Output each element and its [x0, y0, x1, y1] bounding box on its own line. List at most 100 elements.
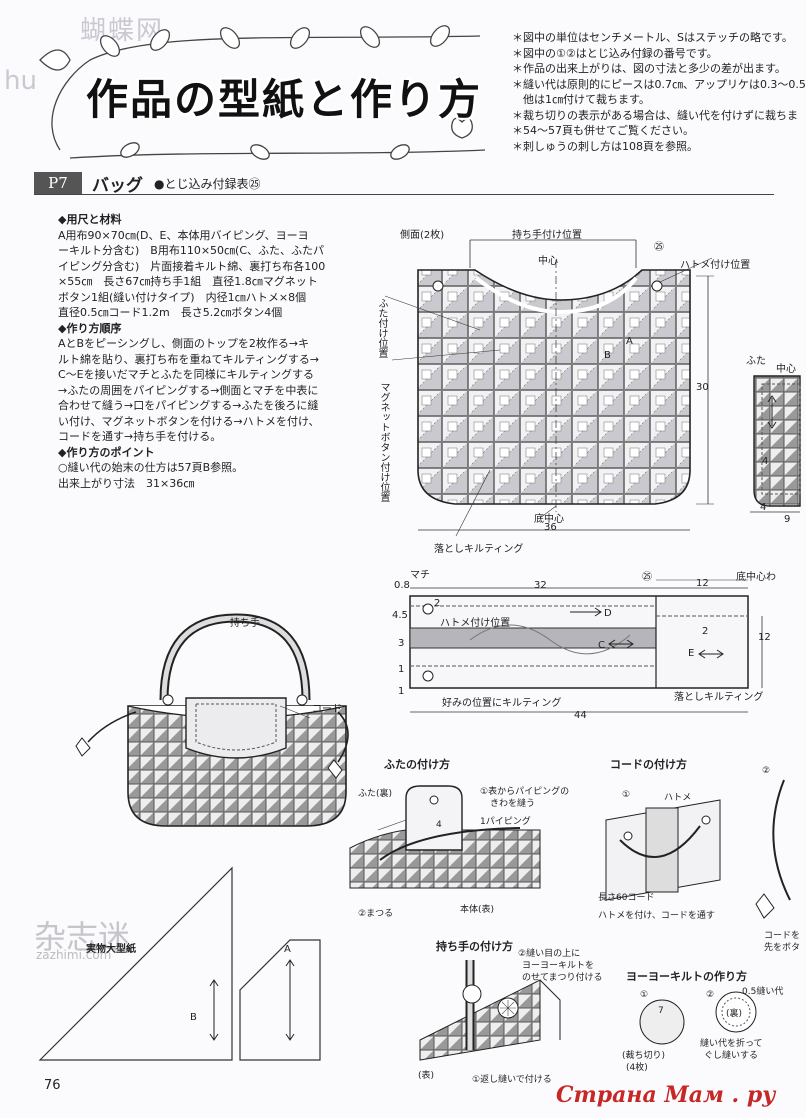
bag-handle-label: 持ち手 — [230, 618, 260, 629]
steps-heading: ◆作り方順序 — [58, 321, 122, 335]
cord-attach-diagram — [605, 779, 791, 919]
yoyo-fold1: 縫い代を折って — [700, 1039, 763, 1049]
bottom-center-label: 底中心 — [534, 514, 564, 525]
gusset-dim: 1 — [398, 686, 405, 697]
lid-attach-title: ふたの付け方 — [384, 758, 450, 771]
note-line: ＊図中の①②はとじ込み付録の番号です。 — [512, 46, 718, 60]
width-dimension: 36 — [544, 522, 557, 533]
lid-dim-4b: 4 — [760, 502, 767, 513]
watermark-bottom: 杂志迷 — [34, 918, 131, 956]
lid-attach-diagram — [349, 785, 541, 889]
actual-size-pattern — [38, 866, 321, 1061]
note-line: 他は1㎝付けて裁ちます。 — [512, 93, 650, 106]
yoyo-fold2: ぐし縫いする — [704, 1051, 759, 1061]
side-panel-label: 側面(2枚) — [400, 230, 445, 241]
gusset-dim: 1 — [398, 664, 405, 675]
cord-length: 長さ60コード — [598, 893, 655, 903]
bag-illustration — [75, 613, 349, 827]
yoyo-title: ヨーヨーキルトの作り方 — [626, 970, 747, 983]
points-heading: ◆作り方のポイント — [58, 445, 155, 459]
materials-line: イピング分含む) 片面接着キルト綿、裏打ち布各100 — [58, 259, 326, 273]
materials-block: ◆用尺と材料 A用布90×70㎝(D、E、本体用バイピング、ヨーヨ ーキルト分含… — [58, 212, 358, 491]
materials-line: ×55㎝ 長さ67㎝持ち手1組 直径1.8㎝マグネット — [58, 275, 318, 288]
handle-attach-title: 持ち手の付け方 — [436, 940, 513, 953]
section-subtitle: ●とじ込み付録表㉕ — [154, 177, 261, 191]
note-line: ＊縫い代は原則的にピースは0.7㎝、アップリケは0.3〜0.5 — [512, 77, 806, 91]
watermark-side: hu — [4, 66, 37, 96]
steps-line: い付け、マグネットボタンを付ける→ハトメを付け、 — [58, 414, 320, 428]
yoyo-seven: 7 — [658, 1006, 664, 1016]
steps-line: C〜Eを接いだマチとふたを同様にキルティングする — [58, 368, 314, 381]
piece-b-label: B — [604, 350, 611, 361]
yoyo-diagram — [639, 991, 757, 1045]
side-panel-diagram — [384, 239, 714, 537]
lid-dim-4: 4 — [436, 820, 442, 830]
steps-line: →ふたの周囲をパイピングする→側面とマチを中表に — [58, 383, 319, 397]
handle-step2c: のせてまつり付ける — [522, 973, 603, 983]
note-line: ＊刺しゅうの刺し方は108頁を参照。 — [512, 139, 698, 153]
gusset-dim: 32 — [534, 580, 547, 591]
materials-heading: ◆用尺と材料 — [58, 213, 122, 226]
header-vine-ornament — [39, 25, 486, 160]
watermark-top: 蝴蝶网 — [80, 16, 165, 46]
steps-line: ルト綿を貼り、裏打ち布を重ねてキルティングする→ — [58, 352, 320, 366]
lid-body-label: 本体(表) — [460, 905, 495, 915]
lid-panel-diagram — [750, 375, 801, 513]
gusset-bottom-center: 底中心わ — [736, 572, 776, 583]
note-line: ＊裁ち切りの表示がある場合は、縫い代を付けずに裁ちま — [512, 108, 798, 122]
site-watermark: Страна Мам . ру — [556, 1082, 776, 1108]
magnet-position-label: マグネットボタン付け位置 — [378, 382, 389, 502]
materials-line: A用布90×70㎝(D、E、本体用バイピング、ヨーヨ — [58, 228, 309, 242]
lid-step1: ①表からパイピングの — [480, 787, 570, 797]
gusset-dim: 0.8 — [394, 580, 410, 591]
yoyo-step1: ① — [640, 990, 649, 1000]
handle-position-label: 持ち手付け位置 — [512, 230, 582, 241]
yoyo-count: (4枚) — [626, 1063, 648, 1073]
note-line: ＊作品の出来上がりは、図の寸法と多少の差が出ます。 — [512, 62, 786, 75]
yoyo-back: (裏) — [726, 1009, 743, 1019]
cord-eyelet: ハトメ — [664, 793, 692, 803]
lid-dim-9: 9 — [784, 514, 791, 525]
page-number: 76 — [44, 1078, 61, 1093]
gusset-dim: 44 — [574, 710, 587, 721]
handle-attach-diagram — [419, 960, 561, 1061]
finished-size: 出来上がり寸法 31×36㎝ — [58, 476, 195, 490]
page-tag: P7 — [34, 172, 82, 194]
gusset-pattern-number: ㉕ — [642, 572, 652, 583]
lid-label: ふた — [746, 356, 766, 367]
pattern-piece-a: A — [284, 944, 291, 955]
gusset-dim: 4.5 — [392, 610, 408, 621]
lid-dim-4: 4 — [762, 456, 769, 467]
eyelet-position-label: ハトメ付け位置 — [680, 260, 751, 271]
yoyo-cut: (裁ち切り) — [622, 1051, 666, 1061]
piece-c-label: C — [598, 640, 605, 651]
height-dimension: 30 — [696, 382, 709, 393]
gusset-quilting-free: 好みの位置にキルティング — [442, 698, 562, 709]
watermark-bottom-url: zazhimi.com — [36, 948, 112, 962]
lid-step1b: きわを縫う — [490, 799, 536, 809]
handle-step1: ①返し縫いで付ける — [472, 1075, 552, 1085]
general-notes: ＊図中の単位はセンチメートル、Sはステッチの略です。 ＊図中の①②はとじ込み付録… — [512, 30, 806, 154]
gusset-dim: 3 — [398, 638, 405, 649]
note-line: ＊図中の単位はセンチメートル、Sはステッチの略です。 — [512, 31, 793, 44]
materials-line: ーキルト分含む) B用布110×50㎝(C、ふた、ふたパ — [58, 244, 325, 257]
materials-line: ボタン1組(縫い付けタイプ) 内径1㎝ハトメ×8個 — [58, 290, 307, 304]
lid-step2: ②まつる — [358, 909, 394, 919]
gusset-dim: 2 — [434, 598, 441, 609]
yoyo-seam: 0.5縫い代 — [742, 987, 784, 997]
pattern-piece-b: B — [190, 1012, 197, 1023]
cord-step1: ① — [622, 790, 631, 800]
pattern-label: 実物大型紙 — [86, 944, 136, 955]
cord-attach-title: コードの付け方 — [610, 758, 687, 771]
yoyo-step2: ② — [706, 990, 715, 1000]
section-title: バッグ — [92, 176, 143, 196]
piece-d-label: D — [604, 608, 612, 619]
gusset-diagram — [409, 579, 763, 713]
materials-line: 直径0.5㎝コード1.2m 長さ5.2㎝ボタン4個 — [58, 306, 283, 319]
gusset-eyelet-label: ハトメ付け位置 — [440, 618, 511, 629]
lid-center-label: 中心 — [776, 364, 796, 375]
cord-cut2: 先をボタ — [764, 943, 801, 953]
bag-cord-label: コード — [312, 704, 342, 715]
handle-step2b: ヨーヨーキルトを — [522, 961, 595, 971]
